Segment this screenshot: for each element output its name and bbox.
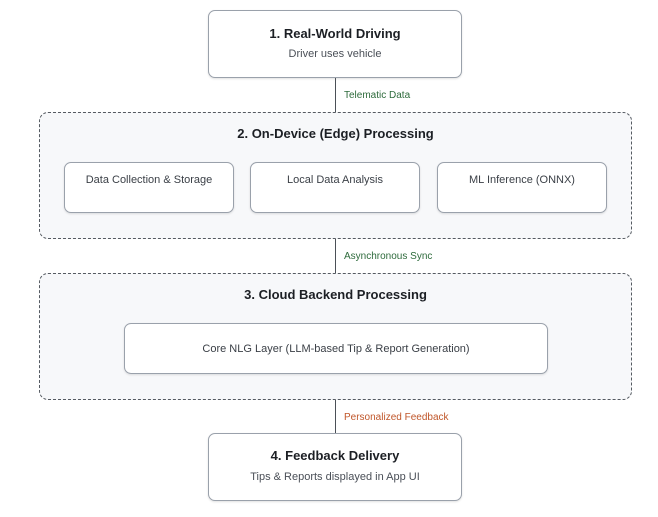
node-ml-inference: ML Inference (ONNX) bbox=[437, 162, 607, 213]
node-feedback-delivery: 4. Feedback Delivery Tips & Reports disp… bbox=[208, 433, 462, 501]
node-real-world-driving: 1. Real-World Driving Driver uses vehicl… bbox=[208, 10, 462, 78]
group-title: 2. On-Device (Edge) Processing bbox=[237, 126, 434, 141]
group-title: 3. Cloud Backend Processing bbox=[244, 287, 427, 302]
connector-asynchronous-sync bbox=[335, 239, 336, 273]
connector-label-asynchronous-sync: Asynchronous Sync bbox=[344, 251, 433, 262]
node-title: 4. Feedback Delivery bbox=[270, 448, 400, 463]
node-label: Data Collection & Storage bbox=[85, 174, 213, 186]
connector-label-personalized-feedback: Personalized Feedback bbox=[344, 412, 449, 423]
node-data-collection-storage: Data Collection & Storage bbox=[64, 162, 234, 213]
connector-personalized-feedback bbox=[335, 400, 336, 433]
group-on-device-processing: 2. On-Device (Edge) Processing Data Coll… bbox=[39, 112, 632, 239]
node-core-nlg-layer: Core NLG Layer (LLM-based Tip & Report G… bbox=[124, 323, 548, 374]
connector-label-telematic-data: Telematic Data bbox=[344, 90, 411, 101]
node-title: 1. Real-World Driving bbox=[269, 26, 401, 41]
node-subtitle: Driver uses vehicle bbox=[288, 48, 382, 60]
node-local-data-analysis: Local Data Analysis bbox=[250, 162, 420, 213]
connector-telematic-data bbox=[335, 78, 336, 112]
node-subtitle: Tips & Reports displayed in App UI bbox=[250, 471, 420, 483]
node-label: Core NLG Layer (LLM-based Tip & Report G… bbox=[202, 343, 470, 355]
group-cloud-backend-processing: 3. Cloud Backend Processing Core NLG Lay… bbox=[39, 273, 632, 400]
node-label: ML Inference (ONNX) bbox=[469, 174, 575, 186]
node-label: Local Data Analysis bbox=[287, 174, 383, 186]
